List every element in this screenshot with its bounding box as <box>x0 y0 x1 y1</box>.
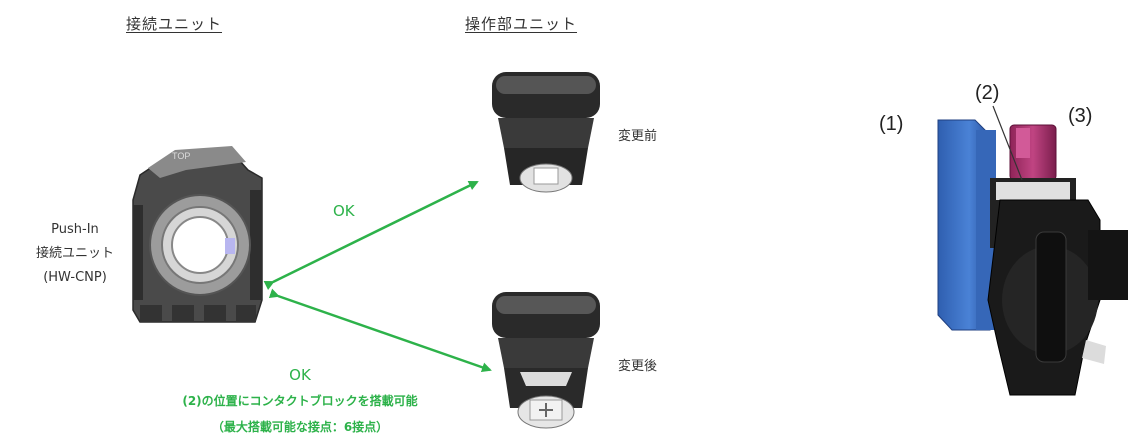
module-top-tag: TOP <box>172 151 191 161</box>
note-line-2: （最大搭載可能な接点：6接点） <box>211 420 389 434</box>
connection-label-line1: Push-In <box>51 222 99 237</box>
number-1-label: (1) <box>879 113 904 135</box>
number-2-pointer <box>992 105 1023 181</box>
ok-upper-label: OK <box>333 202 355 220</box>
ok-lower-label: OK <box>289 366 311 384</box>
connection-unit-heading: 接続ユニット <box>126 15 223 33</box>
selector-switch-assembly-image <box>937 119 1128 396</box>
note-line-1: (2)の位置にコンタクトブロックを搭載可能 <box>182 394 418 408</box>
operation-unit-heading: 操作部ユニット <box>465 15 578 33</box>
operation-unit-before-image <box>492 72 600 193</box>
operation-unit-after-image <box>492 292 600 429</box>
arrow-lower <box>268 288 492 373</box>
number-2-label: (2) <box>975 82 1000 104</box>
push-in-connection-unit-image <box>132 146 263 323</box>
before-label: 変更前 <box>618 129 658 144</box>
after-label: 変更後 <box>618 359 658 374</box>
connection-label-line2: 接続ユニット <box>35 246 114 261</box>
number-3-label: (3) <box>1068 105 1093 127</box>
connection-label-line3: (HW-CNP) <box>43 270 107 285</box>
connection-unit-label: Push-In 接続ユニット (HW-CNP) <box>20 218 130 290</box>
arrow-upper <box>263 180 479 291</box>
